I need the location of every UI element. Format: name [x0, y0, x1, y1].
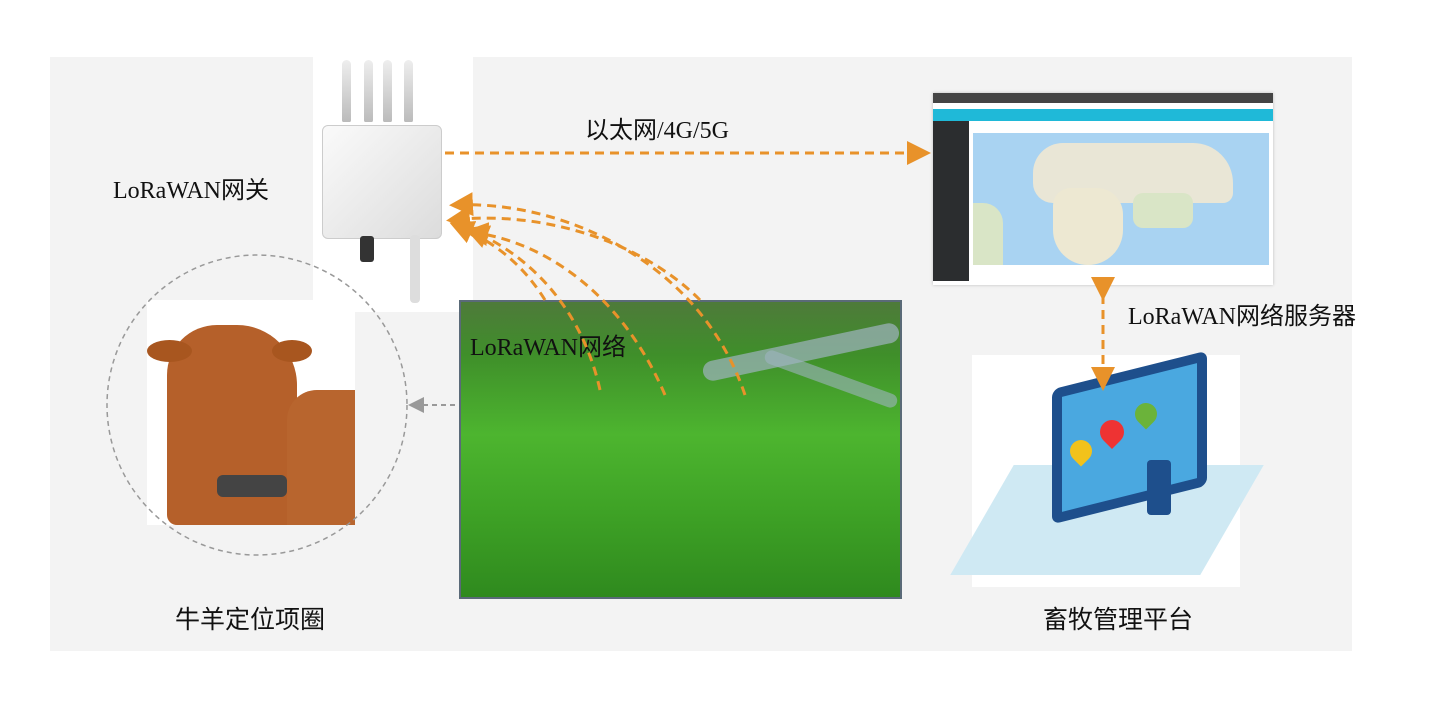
- network-label: LoRaWAN网络: [470, 335, 626, 361]
- app-header: [933, 109, 1273, 121]
- app-sidebar: [933, 121, 969, 281]
- world-map: [973, 133, 1269, 265]
- collar-circle: [106, 254, 408, 556]
- antenna: [342, 60, 351, 122]
- lora-arrow: [449, 221, 547, 301]
- platform-label: 畜牧管理平台: [1043, 605, 1194, 634]
- gateway-label: LoRaWAN网关: [113, 178, 269, 204]
- antenna: [364, 60, 373, 122]
- lora-arrow: [446, 206, 702, 302]
- uplink-label: 以太网/4G/5G: [585, 118, 729, 144]
- platform-illustration: [950, 350, 1264, 587]
- network-server-screenshot: [933, 93, 1273, 285]
- network-server-label: LoRaWAN网络服务器: [1128, 304, 1356, 330]
- antenna: [383, 60, 392, 122]
- connector: [360, 236, 374, 262]
- collar-label: 牛羊定位项圈: [175, 605, 326, 634]
- cow-photo: [147, 300, 355, 525]
- antenna: [410, 235, 420, 303]
- collar-device: [217, 475, 287, 497]
- antenna: [404, 60, 413, 122]
- pasture-photo: [459, 300, 902, 599]
- lora-arrow: [464, 225, 602, 391]
- browser-tabs: [933, 93, 1273, 103]
- gateway-device: [322, 125, 442, 239]
- lora-arrow: [449, 192, 747, 396]
